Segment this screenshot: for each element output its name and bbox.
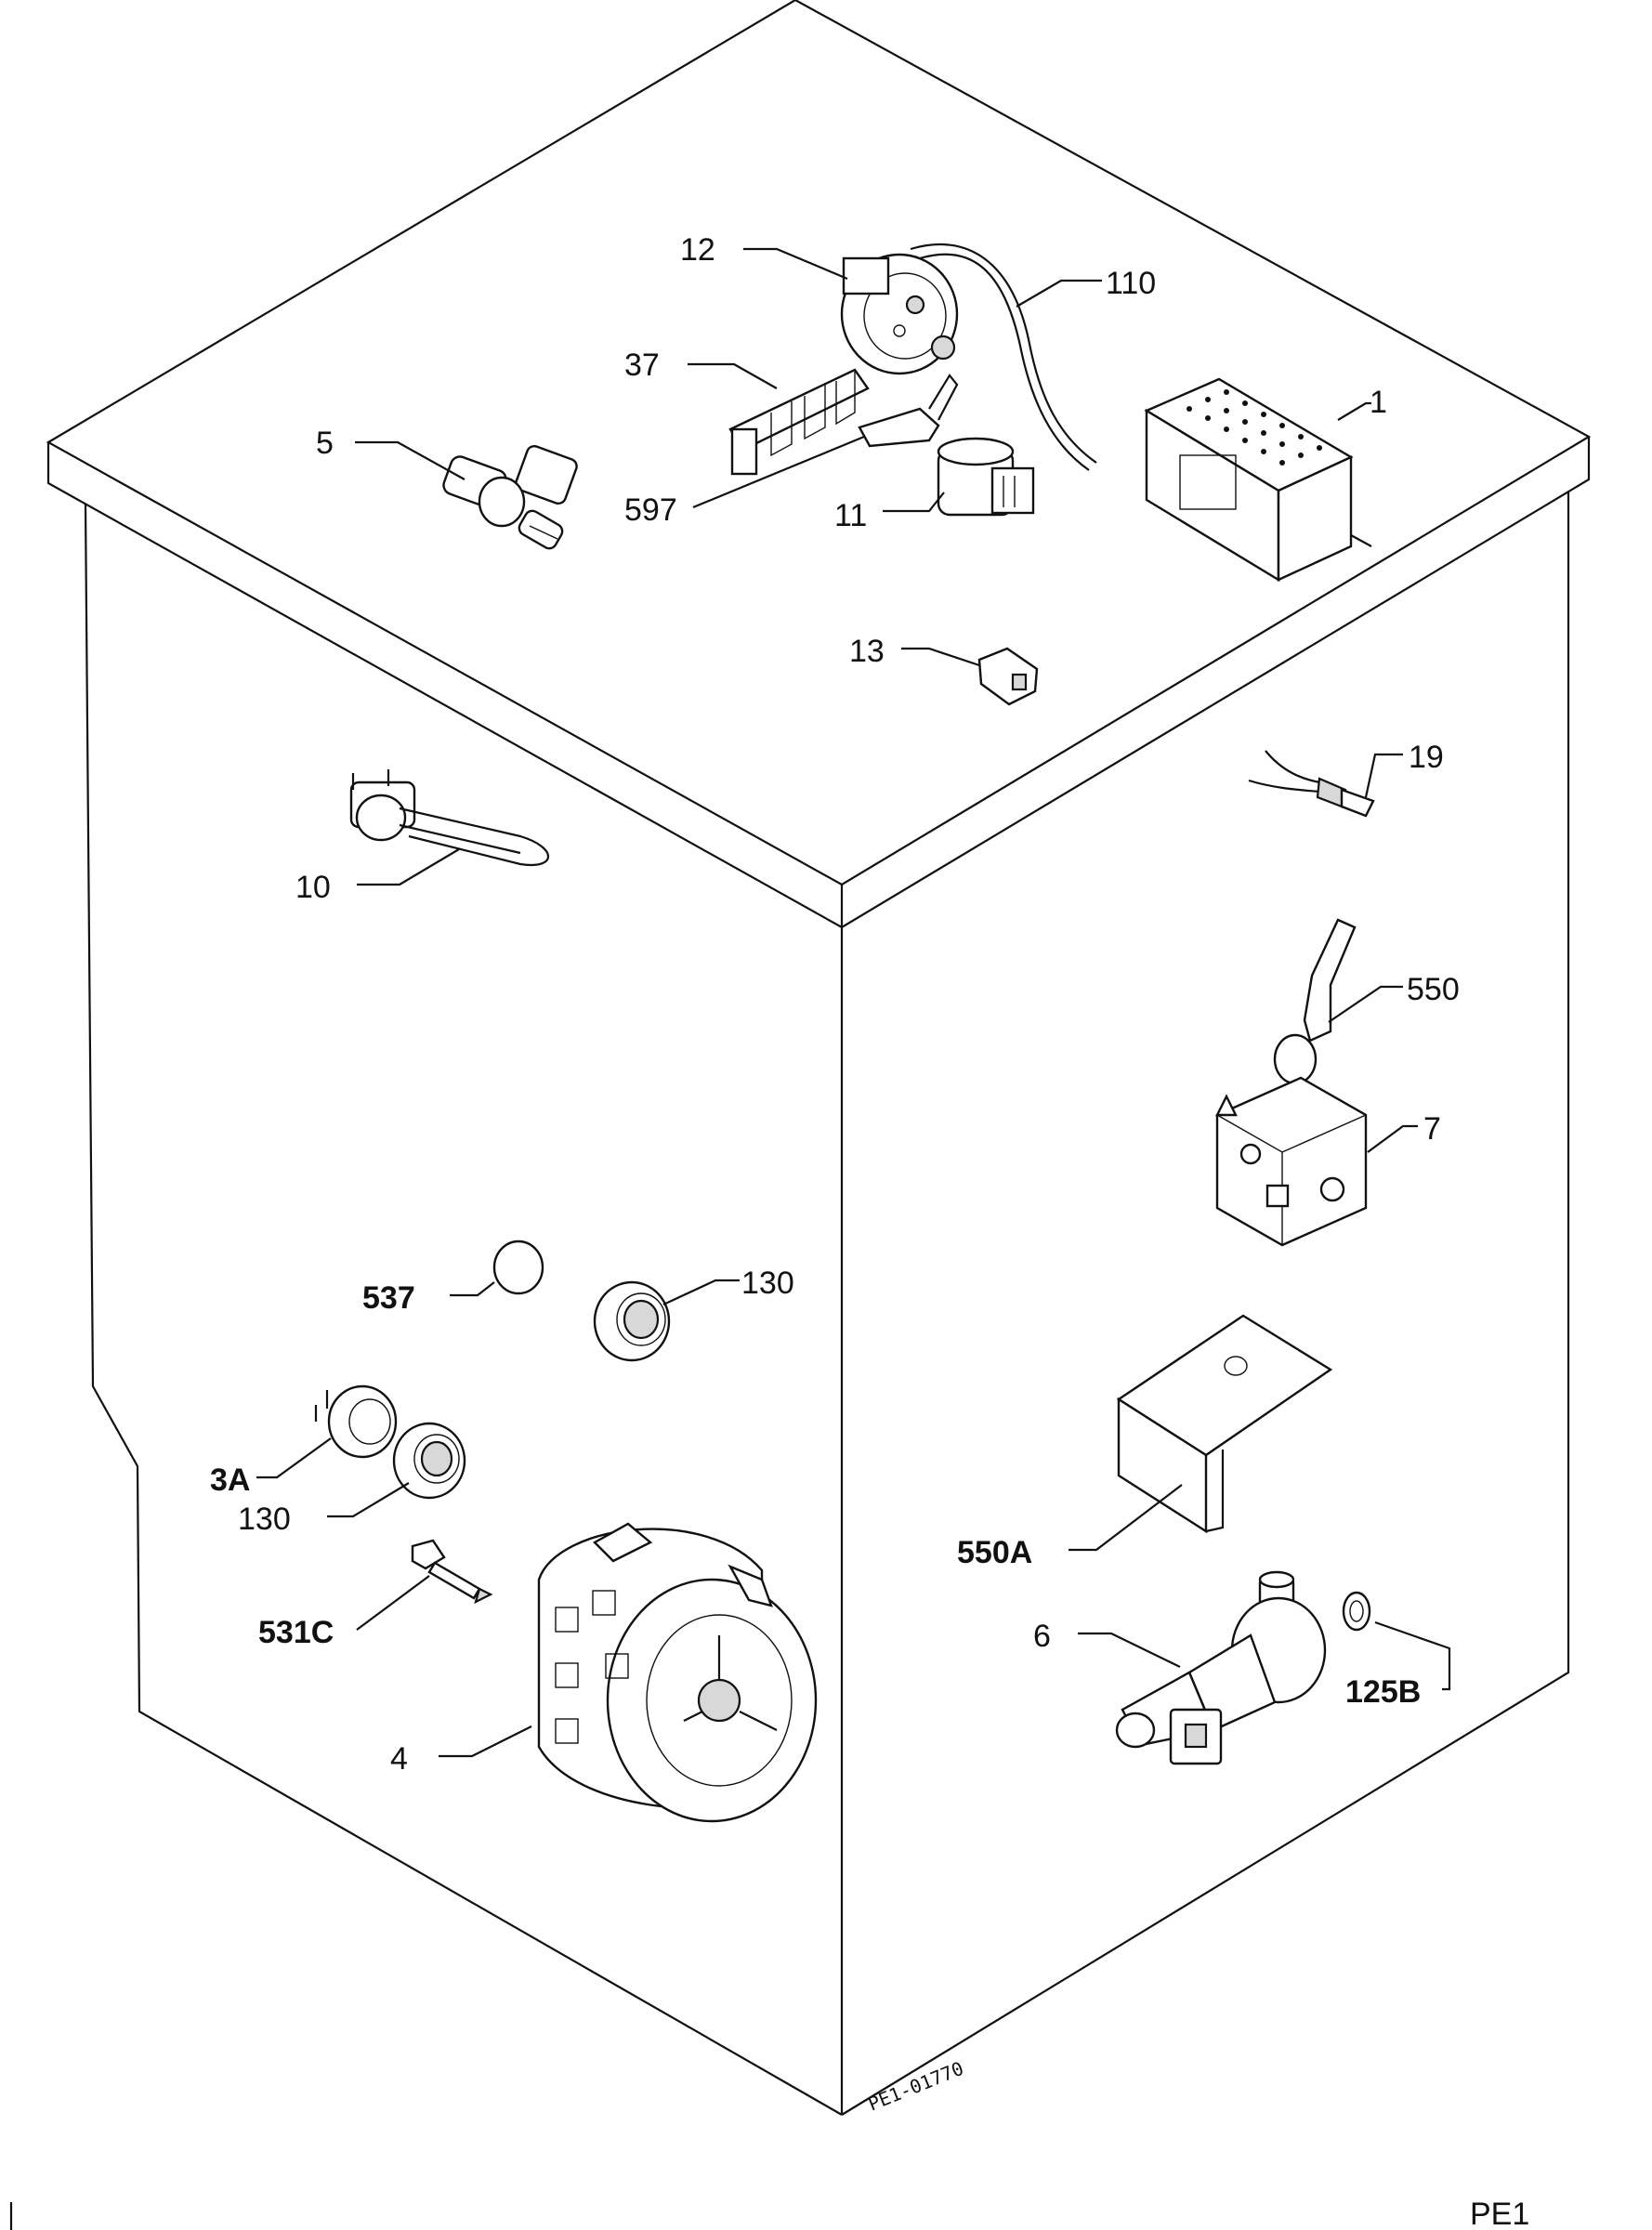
label-550a: 550A [957, 1535, 1032, 1570]
capacitor-part-11 [937, 437, 1035, 517]
connector-part-13 [977, 647, 1039, 706]
label-130-upper: 130 [741, 1266, 794, 1301]
grommet-part-130-lower [392, 1422, 466, 1500]
heating-element-part-10 [349, 769, 549, 867]
pressure-switch-part-12 [840, 253, 959, 375]
label-537: 537 [362, 1280, 415, 1316]
label-550: 550 [1407, 972, 1460, 1007]
label-13: 13 [849, 634, 885, 669]
label-3a: 3A [210, 1463, 250, 1498]
label-1: 1 [1370, 385, 1387, 420]
part-labels: 12 110 37 1 5 597 11 13 19 10 550 7 537 … [210, 232, 1460, 1777]
leader-lines [256, 247, 1451, 1758]
lever-part-550 [1273, 918, 1357, 1085]
label-7: 7 [1423, 1111, 1441, 1147]
inlet-valve-part-5 [442, 444, 578, 550]
timer-dots [1187, 389, 1322, 466]
motor-part-4 [537, 1522, 818, 1823]
pressure-hose-part-110 [910, 243, 1097, 471]
label-10: 10 [295, 870, 331, 905]
label-19: 19 [1409, 740, 1444, 775]
label-37: 37 [624, 348, 660, 383]
label-11: 11 [834, 498, 867, 533]
connector-strip-part-37 [728, 368, 870, 476]
bolt-part-531c [411, 1539, 493, 1605]
label-12: 12 [680, 232, 715, 268]
sensor-part-19 [1248, 750, 1375, 818]
cabinet-outline [46, 0, 1592, 2116]
switch-part-3a [314, 1384, 398, 1459]
label-4: 4 [390, 1741, 408, 1777]
label-110: 110 [1106, 266, 1156, 301]
label-531c: 531C [258, 1615, 334, 1650]
label-597: 597 [624, 492, 677, 528]
drain-pump-part-6 [1115, 1570, 1327, 1765]
label-125b: 125B [1345, 1674, 1421, 1710]
label-6: 6 [1033, 1619, 1051, 1654]
drawing-code: PE1 [1470, 2197, 1529, 2230]
timer-part-1 [1144, 377, 1372, 583]
door-lock-part-7 [1215, 1076, 1368, 1247]
bracket-part-597 [858, 374, 959, 448]
label-5: 5 [316, 426, 334, 461]
bracket-part-550a [1116, 1314, 1333, 1534]
label-130-lower: 130 [238, 1502, 291, 1537]
seal-ring-part-125b [1342, 1591, 1371, 1632]
plug-disc-part-537 [492, 1240, 544, 1295]
grommet-part-130-upper [593, 1280, 671, 1362]
drawing-stamp: PE1-01770 [865, 2057, 966, 2116]
